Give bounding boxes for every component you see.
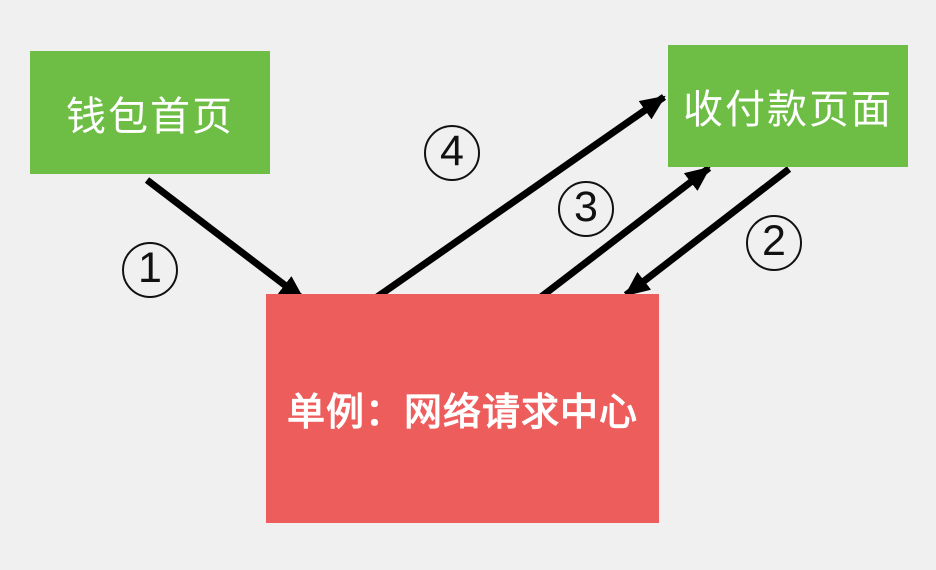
node-wallet-home: 钱包首页 [30,51,270,174]
arrow-4-request-center-to-payment-page [374,94,667,300]
node-request-center: 单例：网络请求中心 [266,294,659,523]
node-request-center-label: 单例：网络请求中心 [286,392,638,434]
arrow-3-number-badge: 3 [558,181,614,237]
node-payment-page: 收付款页面 [668,45,908,167]
arrow-3-request-center-to-payment-page [534,165,712,303]
node-payment-page-label: 收付款页面 [683,88,893,132]
node-wallet-home-label: 钱包首页 [66,94,234,139]
arrow-1-number-badge: 1 [122,242,178,298]
arrow-2-number-badge: 2 [746,215,802,271]
arrow-4-number-badge: 4 [424,125,480,181]
